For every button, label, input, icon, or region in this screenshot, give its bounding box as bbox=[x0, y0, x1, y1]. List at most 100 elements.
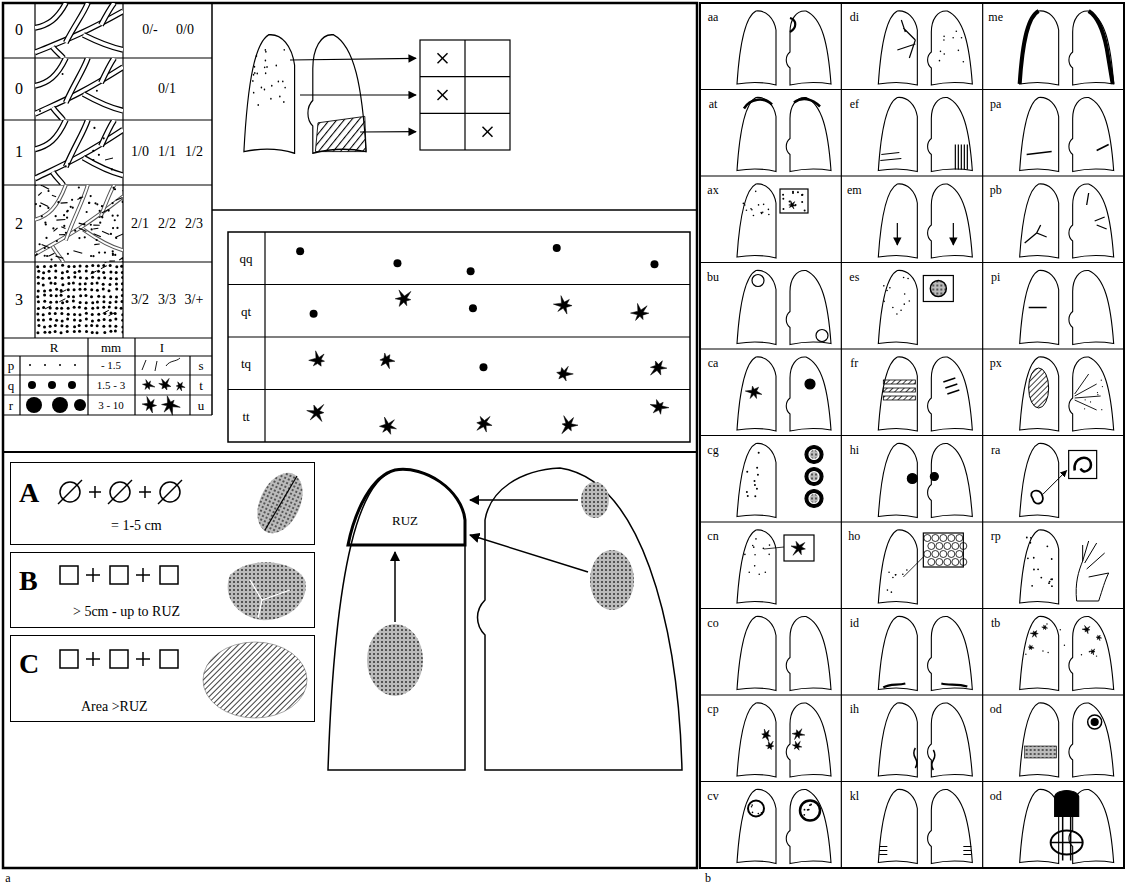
irregular-opacity bbox=[1028, 645, 1034, 650]
rule-line bbox=[103, 310, 109, 313]
symbol-illustration bbox=[737, 97, 831, 171]
opacity-dot bbox=[797, 191, 799, 193]
opacity-dot bbox=[54, 276, 57, 279]
lung-outline bbox=[878, 789, 917, 863]
opacity-dot bbox=[65, 165, 67, 167]
opacity-dot bbox=[90, 288, 93, 291]
opacity-dot bbox=[114, 254, 116, 256]
rule-line bbox=[420, 76, 510, 77]
profusion-label: 3 bbox=[15, 292, 23, 308]
opacity-dot bbox=[895, 574, 897, 576]
lung-outline bbox=[928, 357, 973, 431]
rule-line bbox=[189, 356, 190, 415]
irregular-opacity bbox=[562, 416, 578, 434]
irregular-opacity bbox=[477, 416, 492, 432]
opacity-dot bbox=[47, 207, 49, 209]
lung-outline bbox=[1020, 789, 1059, 863]
rule-line bbox=[122, 3, 123, 338]
opacity-dot bbox=[768, 209, 770, 211]
opacity-dot bbox=[115, 277, 118, 280]
irregular-opacity bbox=[631, 303, 649, 320]
irregular-opacity bbox=[762, 729, 771, 741]
opacity-dot bbox=[91, 301, 94, 304]
symbol-code: fr bbox=[850, 357, 858, 369]
size-symbols bbox=[26, 358, 185, 415]
opacity-dot bbox=[91, 331, 94, 334]
opacity-dot bbox=[750, 208, 752, 210]
irregular-opacity bbox=[142, 396, 156, 412]
opacity-dot bbox=[117, 214, 119, 216]
symbol-illustration bbox=[878, 184, 972, 258]
opacity-dot bbox=[49, 301, 52, 304]
opacity-dot bbox=[253, 74, 255, 76]
drawing-circle bbox=[296, 247, 304, 255]
lung-outline bbox=[928, 703, 973, 777]
lung-outline bbox=[928, 616, 973, 690]
drawing-circle bbox=[948, 551, 955, 558]
opacity-dot bbox=[78, 270, 81, 273]
opacity-dot bbox=[103, 331, 106, 334]
rule-line bbox=[60, 290, 66, 293]
opacity-dot bbox=[45, 237, 47, 239]
opacity-dot bbox=[283, 101, 285, 103]
rule-line bbox=[122, 189, 123, 190]
rule-line bbox=[700, 435, 1124, 436]
frame-rect bbox=[160, 566, 178, 584]
lung-outline bbox=[786, 789, 831, 863]
symbol-illustration bbox=[737, 530, 814, 604]
opacity-dot bbox=[108, 289, 111, 292]
opacity-dot bbox=[43, 325, 46, 328]
opacity-dot bbox=[1051, 578, 1053, 580]
symbol-code: em bbox=[847, 184, 862, 196]
opacity-dot bbox=[88, 202, 90, 204]
opacity-dot bbox=[121, 271, 123, 274]
opacity-dot bbox=[46, 255, 48, 257]
rule-line bbox=[963, 854, 971, 855]
profusion-image bbox=[35, 3, 123, 58]
opacity-dot bbox=[102, 283, 105, 286]
opacity-dot bbox=[84, 282, 87, 285]
opacity-dot bbox=[252, 80, 254, 82]
opacity-dot bbox=[768, 554, 770, 556]
opacity-dot bbox=[253, 92, 255, 94]
opacity-dot bbox=[1046, 545, 1048, 547]
opacity-dot bbox=[101, 205, 103, 207]
opacity-dot bbox=[73, 313, 76, 316]
drawing-circle bbox=[1088, 715, 1102, 729]
opacity-dot bbox=[65, 232, 67, 234]
size-table-cell: mm bbox=[101, 341, 121, 354]
panel-a bbox=[3, 3, 697, 868]
lung-outline bbox=[737, 789, 776, 863]
irregular-opacity bbox=[307, 404, 324, 421]
opacity-dot bbox=[96, 306, 99, 309]
opacity-dot bbox=[810, 804, 812, 806]
drawing-line bbox=[1076, 541, 1109, 601]
rule-line bbox=[109, 313, 115, 316]
leader-arrow bbox=[300, 94, 416, 95]
frame-rect bbox=[60, 650, 78, 668]
lung-outline bbox=[878, 11, 917, 85]
drawing-circle bbox=[932, 551, 939, 558]
opacity-dot bbox=[120, 300, 123, 303]
profusion-label: 0 bbox=[15, 22, 23, 38]
opacity-dot bbox=[36, 253, 38, 255]
rule-line bbox=[94, 234, 101, 237]
opacity-dot bbox=[278, 81, 280, 83]
symbol-illustration bbox=[1020, 11, 1114, 85]
opacity-dot bbox=[90, 295, 93, 298]
panel-b bbox=[700, 3, 1124, 868]
opacity-dot bbox=[60, 307, 63, 310]
opacity-dot bbox=[66, 217, 68, 219]
opacity-dot bbox=[754, 565, 756, 567]
frame-rect bbox=[923, 533, 963, 567]
opacity-dot bbox=[94, 202, 96, 204]
drawing-circle bbox=[553, 244, 561, 252]
irregular-opacity bbox=[650, 361, 667, 375]
opacity-dot bbox=[55, 300, 58, 303]
opacity-dot bbox=[36, 265, 39, 268]
opacity-dot bbox=[97, 313, 100, 316]
opacity-dot bbox=[112, 187, 114, 189]
opacity-dot bbox=[62, 73, 64, 75]
symbol-illustration bbox=[1020, 616, 1114, 690]
opacity-dot bbox=[96, 239, 98, 241]
